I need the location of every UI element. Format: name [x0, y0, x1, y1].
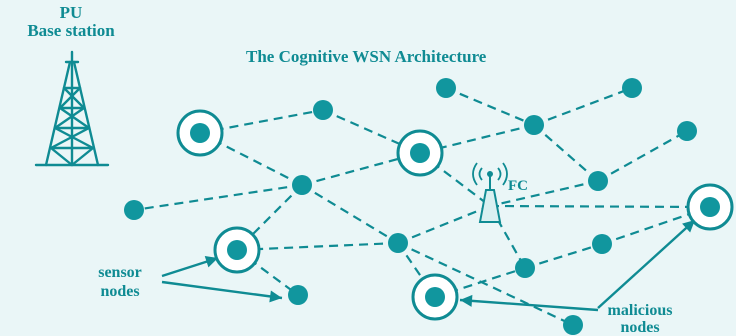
malicious-node: [425, 287, 445, 307]
sensor-nodes-label: sensor nodes: [80, 263, 160, 301]
arrow-to-sensor-node-1: [161, 255, 219, 278]
network-link: [445, 86, 535, 127]
pu-base-station-label: PU Base station: [22, 4, 120, 40]
sensor-node: [588, 171, 608, 191]
sensor-node: [515, 258, 535, 278]
malicious-label-line1: malicious: [607, 302, 673, 319]
sensor-node: [524, 115, 544, 135]
network-link: [133, 183, 303, 212]
base-station-label: Base station: [27, 21, 115, 40]
malicious-node: [227, 240, 247, 260]
network-link: [301, 184, 399, 244]
radio-tower-icon: [34, 50, 110, 167]
network-link: [236, 249, 299, 296]
network-link: [301, 151, 421, 187]
network-link: [397, 242, 436, 298]
malicious-nodes-label: malicious nodes: [590, 302, 690, 336]
pu-label: PU: [59, 3, 83, 22]
sensor-node: [436, 78, 456, 98]
sensor-node: [313, 100, 333, 120]
network-link: [524, 242, 603, 270]
sensor-label-line2: nodes: [100, 283, 140, 300]
annotation-arrows: [161, 219, 696, 312]
sensor-label-line1: sensor: [98, 264, 142, 281]
sensor-node: [124, 200, 144, 220]
network-link: [236, 241, 399, 252]
malicious-node: [700, 197, 720, 217]
network-link: [489, 179, 599, 208]
antenna-fc-icon: [472, 162, 508, 223]
sensor-node: [292, 175, 312, 195]
sensor-node: [677, 121, 697, 141]
network-link: [533, 86, 633, 127]
sensor-node: [288, 285, 308, 305]
arrow-to-malicious-node-1: [459, 294, 599, 312]
malicious-node: [410, 143, 430, 163]
sensor-node: [592, 234, 612, 254]
network-link: [322, 108, 421, 155]
sensor-node: [563, 315, 583, 335]
network-link: [489, 205, 526, 269]
sensor-node: [388, 233, 408, 253]
diagram-title: The Cognitive WSN Architecture: [246, 47, 487, 66]
arrow-to-malicious-node-2: [597, 219, 696, 309]
fc-label: FC: [508, 178, 528, 194]
arrow-to-sensor-node-2: [161, 280, 283, 303]
malicious-node: [190, 123, 210, 143]
network-link: [397, 242, 574, 326]
network-nodes: [124, 78, 734, 335]
network-link: [597, 130, 688, 182]
network-link: [489, 204, 711, 209]
network-link: [397, 204, 491, 245]
sensor-node: [622, 78, 642, 98]
malicious-label-line2: nodes: [620, 319, 660, 336]
network-link: [533, 124, 599, 182]
